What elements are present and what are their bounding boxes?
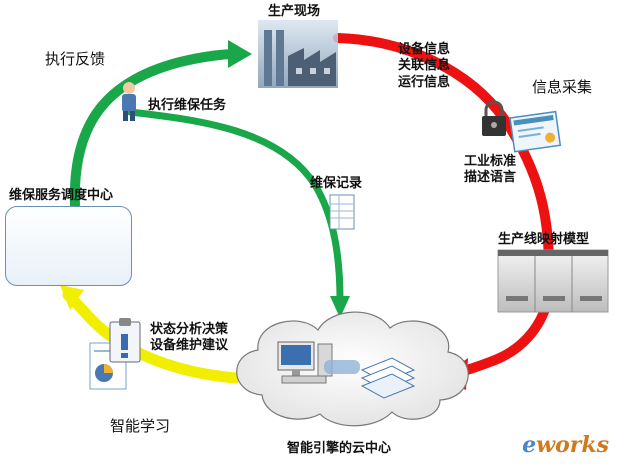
execution-feedback-label: 执行反馈 xyxy=(45,50,106,68)
maintenance-task-label: 执行维保任务 xyxy=(148,98,227,113)
maintenance-record-label: 维保记录 xyxy=(310,176,363,191)
certificate-icon xyxy=(509,110,562,153)
decision-lines-label: 状态分析决策 设备维护建议 xyxy=(150,322,229,354)
green-arrow-head-down xyxy=(330,296,350,318)
industry-standard-label: 工业标准 描述语言 xyxy=(464,154,517,186)
eworks-watermark: eworks xyxy=(522,432,609,458)
server-rack-icon xyxy=(497,249,609,313)
info-collection-label: 信息采集 xyxy=(532,78,593,96)
line-mapping-model-label: 生产线映射模型 xyxy=(498,232,590,247)
lock-icon xyxy=(482,100,506,136)
computer-icon xyxy=(277,341,360,384)
spreadsheet-icon xyxy=(329,194,355,230)
yellow-arrow-learning xyxy=(60,285,241,384)
green-arrow-head-top xyxy=(228,40,252,68)
dispatch-center-label: 维保服务调度中心 xyxy=(9,188,114,203)
factory-icon xyxy=(258,20,338,88)
info-lines-label: 设备信息 关联信息 运行信息 xyxy=(398,42,451,90)
smart-learning-label: 智能学习 xyxy=(110,417,171,435)
documents-icon xyxy=(360,357,416,399)
dispatch-center-box xyxy=(5,206,132,286)
yellow-arrow-head xyxy=(60,285,84,310)
person-icon xyxy=(122,82,136,121)
cloud-center-label: 智能引擎的云中心 xyxy=(287,441,392,456)
green-arrow-task xyxy=(126,108,350,318)
clipboard-icon xyxy=(109,318,141,363)
production-site-label: 生产现场 xyxy=(268,4,321,19)
green-arrow-feedback xyxy=(69,40,252,210)
